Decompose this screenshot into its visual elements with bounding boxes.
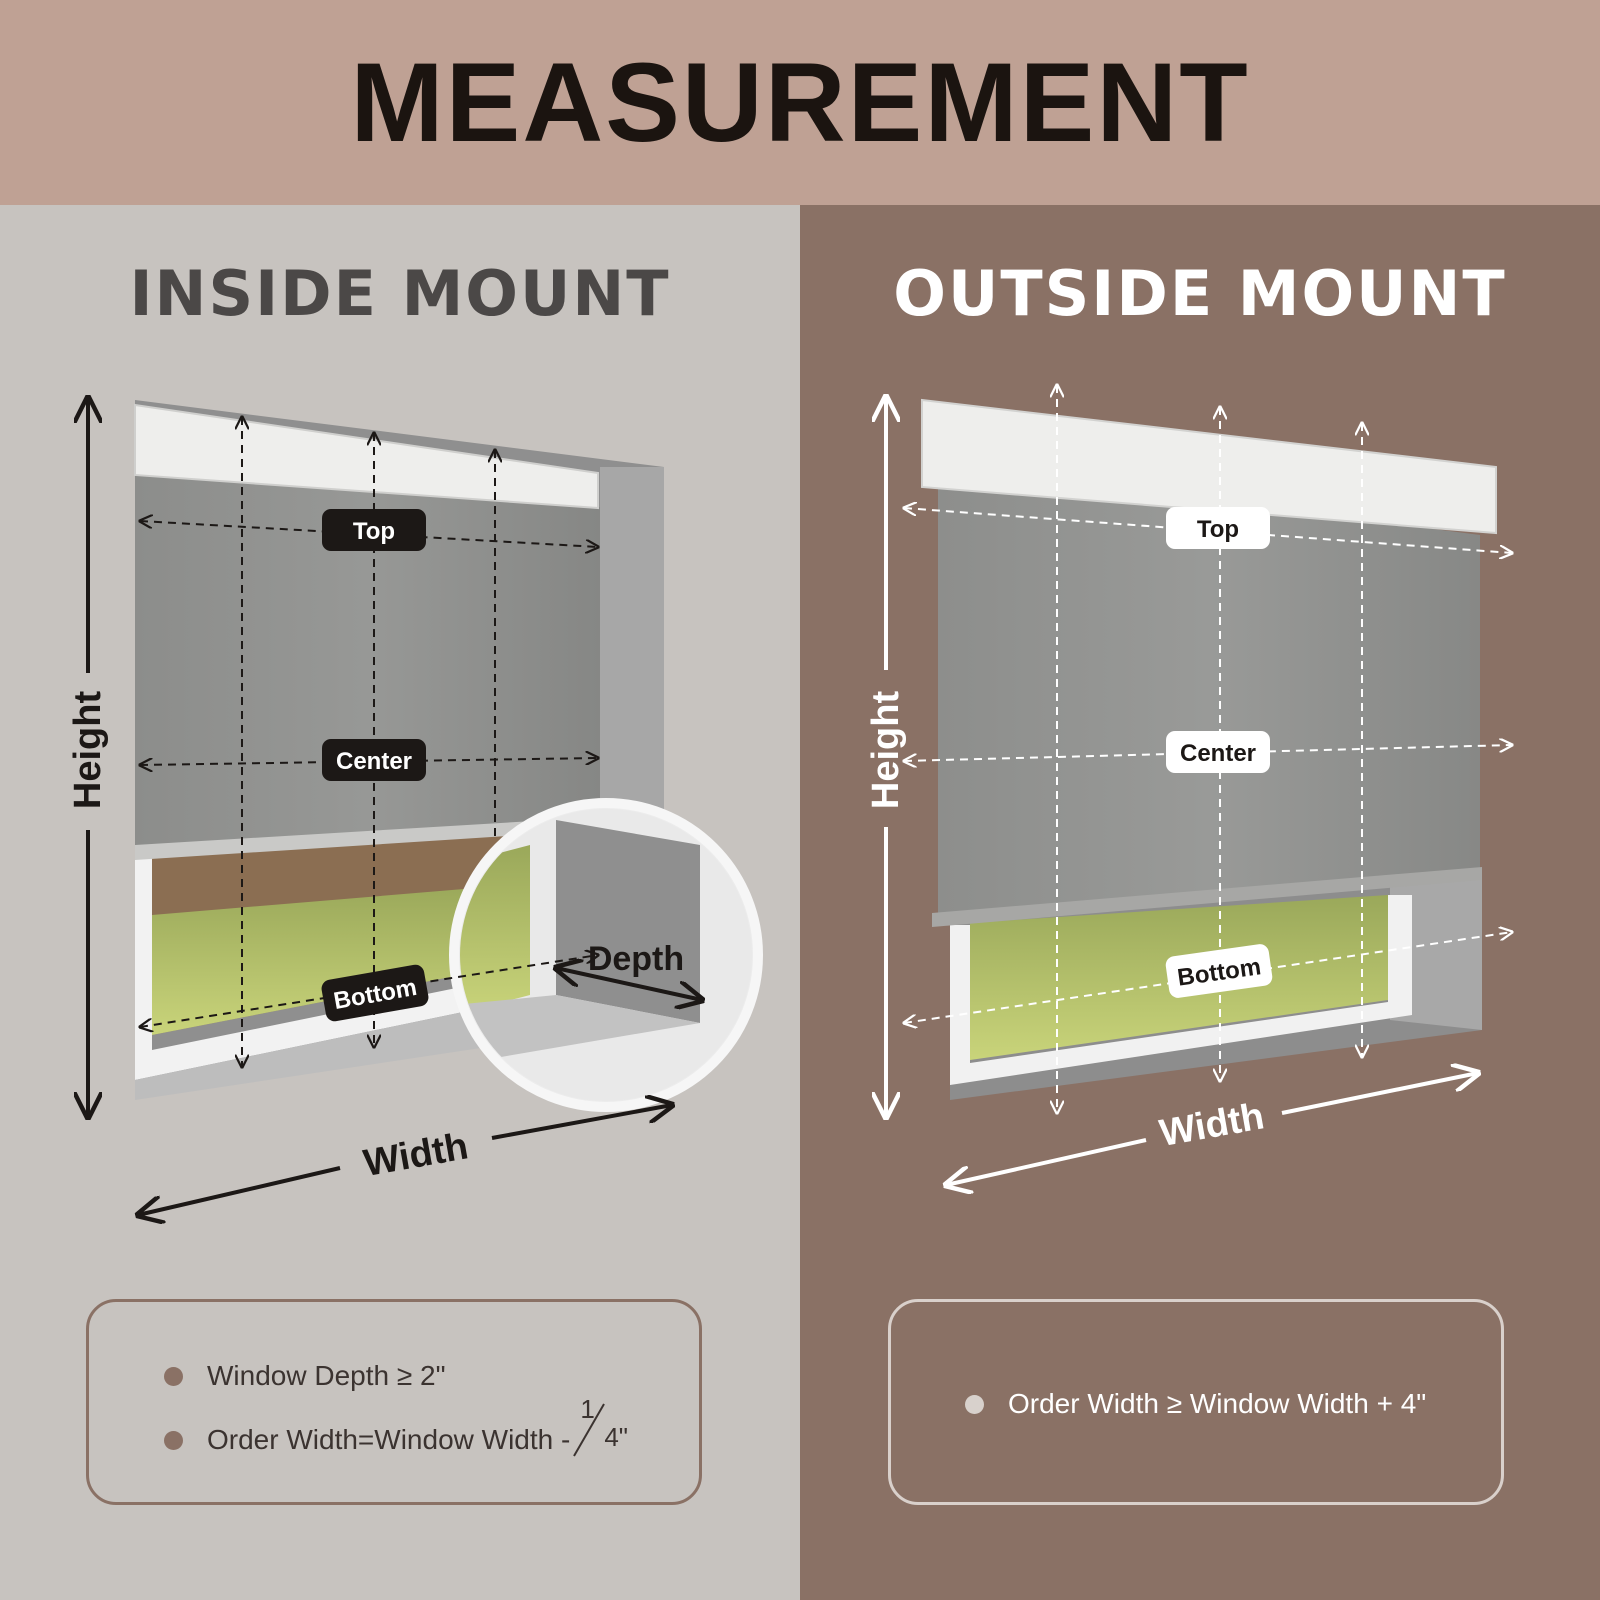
label-bottom	[1165, 944, 1273, 998]
label-top	[1166, 507, 1270, 549]
cassette	[134, 403, 599, 510]
label-center-text: Center	[1180, 740, 1256, 767]
inside-mount-illustration: Top Center Bottom Height Width Depth	[67, 205, 763, 1285]
inside-note-1: Window Depth ≥ 2"	[164, 1360, 446, 1392]
label-width-text: Width	[360, 1125, 471, 1185]
label-width-text: Width	[1156, 1095, 1267, 1155]
inside-note-2: Order Width=Window Width - 1 4"	[164, 1394, 638, 1460]
bullet-icon	[965, 1394, 984, 1414]
inside-notes-box: Window Depth ≥ 2" Order Width=Window Wid…	[86, 1299, 702, 1505]
label-height-text: Height	[865, 691, 907, 810]
label-depth-text: Depth	[588, 940, 684, 978]
shade-fabric	[938, 465, 1480, 920]
bullet-icon	[164, 1430, 183, 1450]
fraction: 1 4"	[573, 1394, 638, 1460]
outside-mount-illustration: Top Center Bottom Height Width	[865, 205, 1600, 1285]
page-title: MEASUREMENT	[350, 39, 1250, 165]
label-bottom	[321, 964, 429, 1022]
outside-mount-panel: OUTSIDE MOUNT	[800, 205, 1600, 1600]
inside-mount-panel: INSIDE MOUNT	[0, 205, 800, 1600]
label-top-text: Top	[353, 518, 395, 545]
outside-note-1: Order Width ≥ Window Width + 4"	[965, 1388, 1426, 1420]
bullet-icon	[164, 1366, 183, 1386]
label-center	[322, 739, 426, 781]
outside-notes-box: Order Width ≥ Window Width + 4"	[888, 1299, 1504, 1505]
label-center	[1166, 731, 1270, 773]
label-center-text: Center	[336, 748, 412, 775]
inside-mount-title: INSIDE MOUNT	[129, 257, 671, 330]
label-top-text: Top	[1197, 516, 1239, 543]
label-top	[322, 509, 426, 551]
outside-mount-title: OUTSIDE MOUNT	[893, 257, 1507, 330]
label-height-text: Height	[67, 691, 109, 810]
header-banner: MEASUREMENT	[0, 0, 1600, 205]
